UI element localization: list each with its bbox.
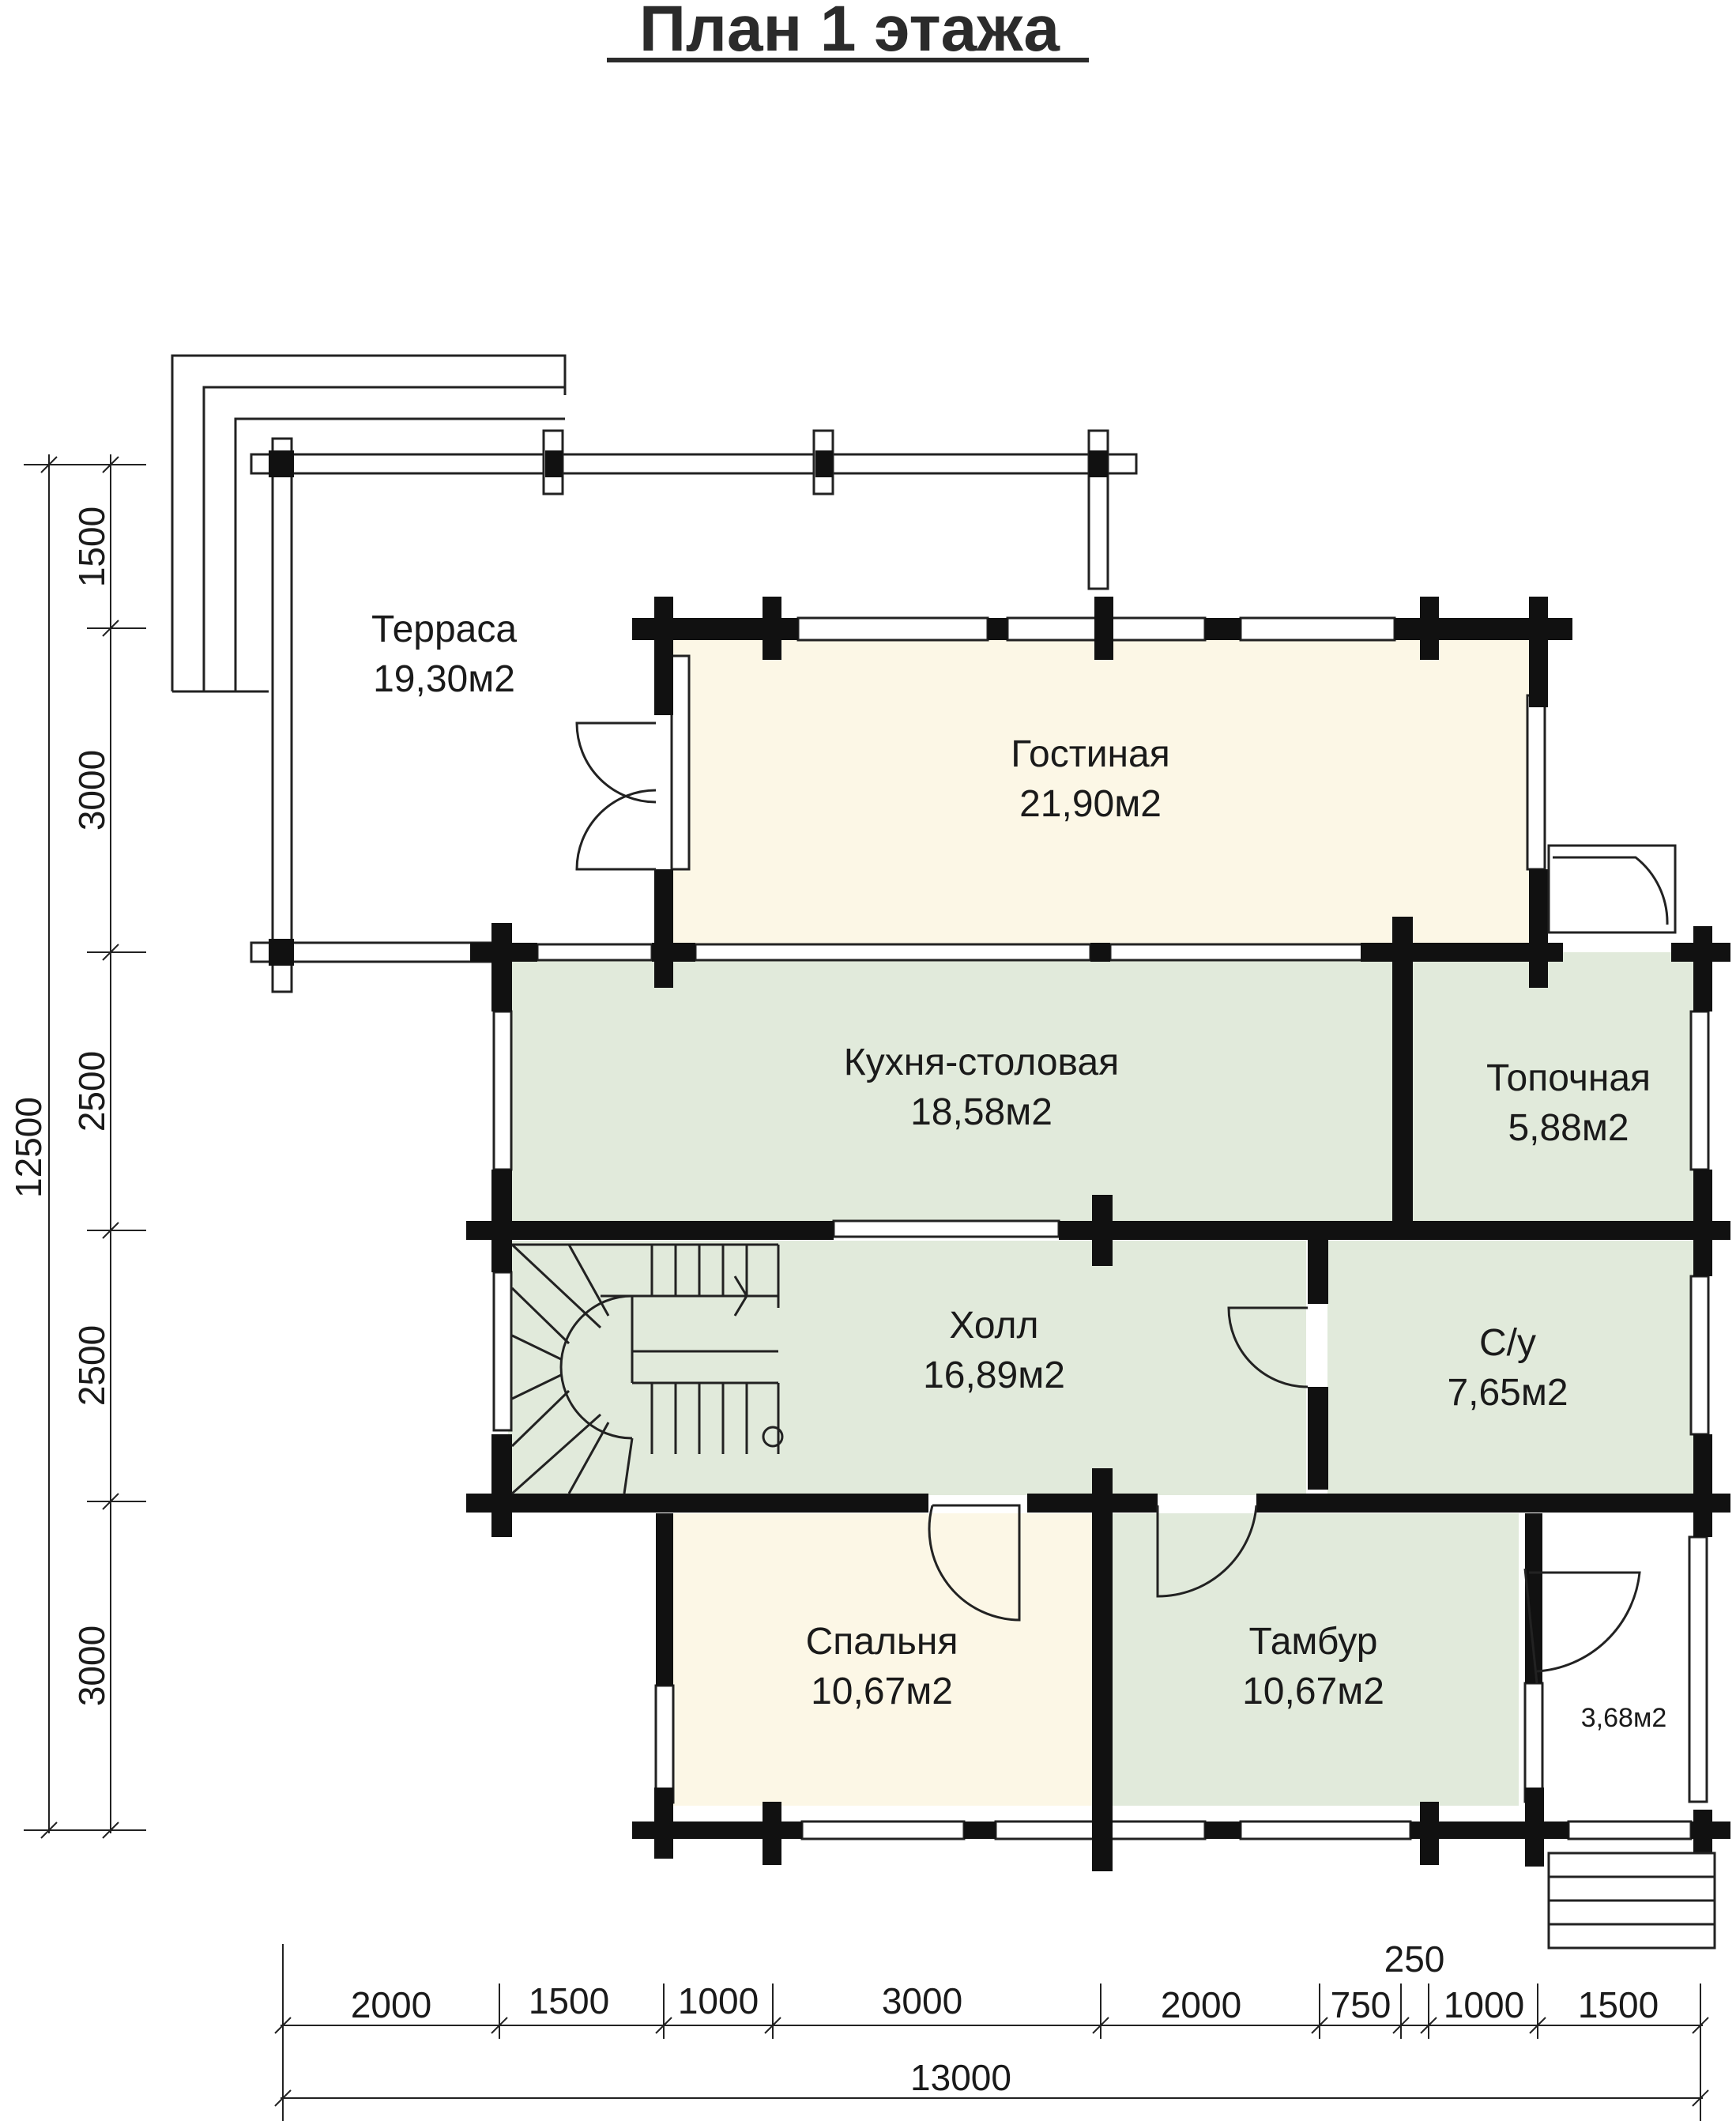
living-room-area [672, 632, 1535, 952]
kitchen-name: Кухня-столовая [844, 1042, 1119, 1083]
dim-bottom-2: 1500 [529, 1980, 609, 2021]
living-room-area-label: 21,90м2 [1019, 783, 1162, 825]
dim-bottom-4: 3000 [882, 1980, 962, 2021]
dim-bottom-8: 1500 [1578, 1984, 1659, 2025]
hall-name: Холл [949, 1305, 1038, 1347]
dim-left-1: 1500 [71, 507, 112, 587]
wc-area-label: 7,65м2 [1447, 1372, 1568, 1414]
hall-area-label: 16,89м2 [923, 1354, 1065, 1396]
terrace-name: Терраса [371, 608, 517, 650]
porch-steps [1547, 1852, 1716, 1950]
living-room-name: Гостиная [1011, 733, 1169, 775]
wc-name: С/у [1479, 1322, 1536, 1364]
boiler-room-area-label: 5,88м2 [1508, 1107, 1629, 1149]
dim-bottom-3: 1000 [678, 1980, 759, 2021]
dim-bottom-total: 13000 [910, 2057, 1011, 2098]
dim-bottom-extra: 250 [1384, 1938, 1445, 1980]
vestibule-name: Тамбур [1249, 1621, 1378, 1663]
dim-left-4: 2500 [71, 1325, 112, 1406]
hall-area [508, 1241, 1306, 1495]
wc-area [1327, 1241, 1693, 1495]
bedroom-area-label: 10,67м2 [811, 1671, 953, 1712]
vestibule-area-label: 10,67м2 [1242, 1671, 1384, 1712]
left-dimensions: 1500 3000 2500 2500 3000 12500 [8, 454, 146, 1839]
bottom-dimensions: 2000 1500 1000 3000 2000 750 1000 1500 2… [274, 1938, 1709, 2121]
dim-bottom-6: 750 [1331, 1984, 1391, 2025]
dim-left-total: 12500 [8, 1097, 49, 1198]
dim-bottom-5: 2000 [1161, 1984, 1241, 2025]
porch-area-label: 3,68м2 [1581, 1703, 1666, 1733]
boiler-room-name: Топочная [1486, 1057, 1651, 1099]
terrace-area: 19,30м2 [373, 658, 515, 700]
room-labels: Терраса 19,30м2 Гостиная 21,90м2 Кухня-с… [371, 608, 1666, 1733]
terrace-outline [171, 354, 1138, 993]
dim-bottom-1: 2000 [351, 1984, 431, 2025]
doors [575, 721, 1677, 1684]
bedroom-name: Спальня [806, 1621, 958, 1663]
kitchen-area [508, 952, 1393, 1221]
bedroom-area [672, 1513, 1092, 1806]
kitchen-area-label: 18,58м2 [910, 1091, 1053, 1133]
dim-left-3: 2500 [71, 1051, 112, 1132]
walls [466, 597, 1730, 1871]
staircase [510, 1243, 784, 1495]
dim-left-2: 3000 [71, 750, 112, 831]
plan-title: План 1 этажа [639, 0, 1060, 65]
dim-bottom-7: 1000 [1444, 1984, 1524, 2025]
vestibule-area [1110, 1513, 1519, 1806]
dim-left-5: 3000 [71, 1626, 112, 1706]
boiler-room-area [1410, 952, 1693, 1221]
